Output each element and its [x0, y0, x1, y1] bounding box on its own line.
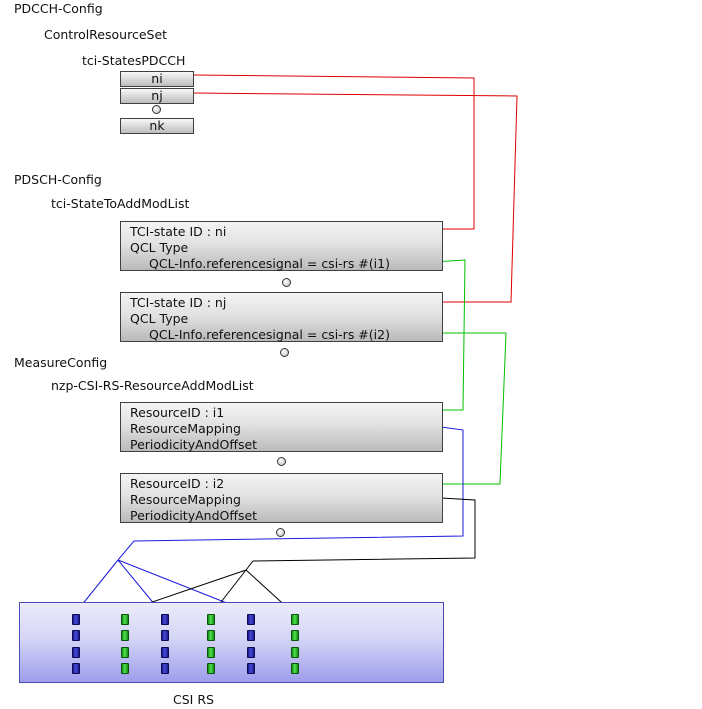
- measure-config-title: MeasureConfig: [14, 355, 108, 370]
- csi-resource-box-i2: ResourceID : i2 ResourceMapping Periodic…: [120, 473, 443, 523]
- tci-state-item-nk: nk: [120, 118, 194, 134]
- csi-resource-box-i1: ResourceID : i1 ResourceMapping Periodic…: [120, 402, 443, 452]
- csi-rs-resource-element-blue: [72, 630, 80, 641]
- csi-rs-resource-element-blue: [161, 663, 169, 674]
- ellipsis-dot: [277, 457, 286, 466]
- csi-rs-resource-element-green: [291, 663, 299, 674]
- csi-rs-resource-element-green: [291, 614, 299, 625]
- nzp-csi-rs-resource-list-label: nzp-CSI-RS-ResourceAddModList: [51, 378, 254, 393]
- ellipsis-dot: [276, 528, 285, 537]
- link-resource1-mapping: [117, 426, 464, 561]
- csi-rs-resource-element-blue: [161, 647, 169, 658]
- qcl-info-reference: QCL-Info.referencesignal = csi-rs #(i1): [149, 256, 390, 271]
- csi-rs-resource-element-green: [291, 630, 299, 641]
- link-resource2-mapping: [245, 497, 476, 571]
- tci-state-box-ni: TCI-state ID : ni QCL Type QCL-Info.refe…: [120, 221, 443, 271]
- csi-rs-resource-element-blue: [72, 614, 80, 625]
- csi-rs-resource-element-blue: [247, 630, 255, 641]
- pdsch-config-title: PDSCH-Config: [14, 172, 102, 187]
- link-ni-to-tci-state: [192, 74, 475, 233]
- csi-rs-resource-element-green: [291, 647, 299, 658]
- csi-rs-resource-element-green: [207, 663, 215, 674]
- ellipsis-dot: [282, 278, 291, 287]
- csi-rs-resource-element-blue: [161, 630, 169, 641]
- periodicity-offset-label: PeriodicityAndOffset: [130, 508, 258, 523]
- csi-rs-label: CSI RS: [173, 692, 214, 707]
- csi-rs-resource-element-green: [121, 647, 129, 658]
- tci-state-to-add-mod-list-label: tci-StateToAddModList: [51, 196, 190, 211]
- csi-rs-resource-element-green: [207, 647, 215, 658]
- resource-mapping-label: ResourceMapping: [130, 421, 241, 436]
- csi-rs-resource-element-blue: [72, 647, 80, 658]
- csi-rs-resource-element-green: [207, 614, 215, 625]
- csi-rs-resource-element-green: [121, 630, 129, 641]
- csi-rs-resource-element-green: [121, 614, 129, 625]
- csi-rs-resource-element-blue: [247, 663, 255, 674]
- ellipsis-dot: [280, 348, 289, 357]
- csi-rs-resource-element-green: [121, 663, 129, 674]
- csi-rs-resource-element-blue: [72, 663, 80, 674]
- control-resource-set-label: ControlResourceSet: [44, 27, 168, 42]
- qcl-type-label: QCL Type: [130, 311, 189, 326]
- csi-rs-resource-element-blue: [247, 647, 255, 658]
- resource-id: ResourceID : i2: [130, 476, 225, 491]
- csi-rs-resource-element-blue: [247, 614, 255, 625]
- pdcch-config-title: PDCCH-Config: [14, 1, 103, 16]
- tci-state-item-ni: ni: [120, 71, 194, 87]
- tci-state-id: TCI-state ID : ni: [130, 224, 227, 239]
- resource-id: ResourceID : i1: [130, 405, 225, 420]
- qcl-type-label: QCL Type: [130, 240, 189, 255]
- csi-rs-resource-element-blue: [161, 614, 169, 625]
- ellipsis-dot: [152, 105, 161, 114]
- csi-rs-resource-element-green: [207, 630, 215, 641]
- tci-states-pdcch-label: tci-StatesPDCCH: [82, 53, 186, 68]
- resource-mapping-label: ResourceMapping: [130, 492, 241, 507]
- csi-rs-resource-grid: [19, 602, 444, 683]
- periodicity-offset-label: PeriodicityAndOffset: [130, 437, 258, 452]
- tci-state-item-nj: nj: [120, 88, 194, 104]
- tci-state-id: TCI-state ID : nj: [130, 295, 227, 310]
- qcl-info-reference: QCL-Info.referencesignal = csi-rs #(i2): [149, 327, 390, 342]
- tci-state-box-nj: TCI-state ID : nj QCL Type QCL-Info.refe…: [120, 292, 443, 342]
